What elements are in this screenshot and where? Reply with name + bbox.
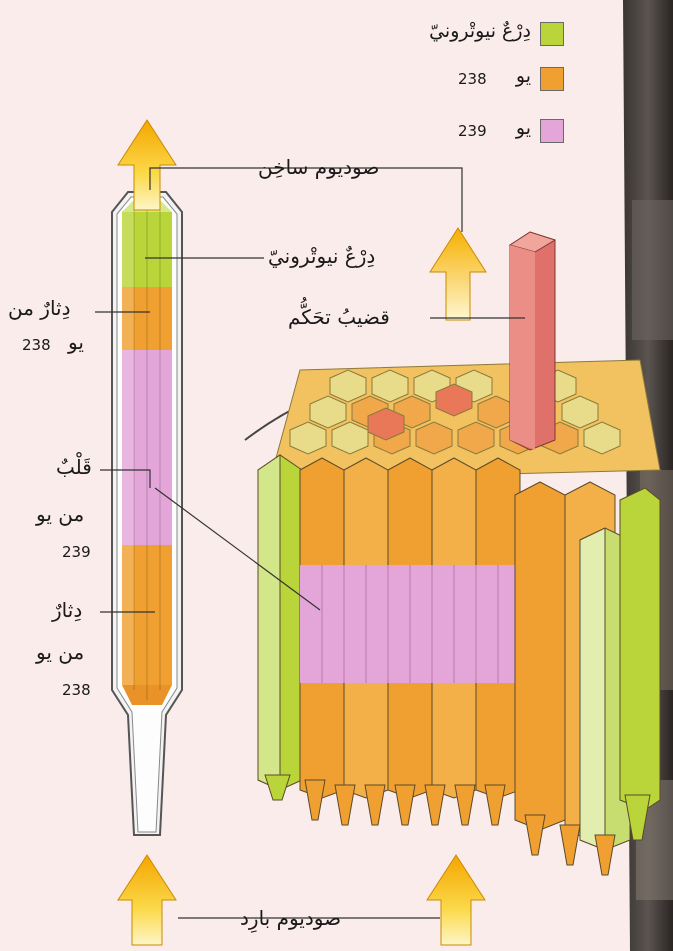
legend-swatch-u239 [540, 119, 564, 143]
legend-number-u239: 239 [458, 122, 487, 140]
legend-number-u238: 238 [458, 70, 487, 88]
label-blanket-238-bottom-line1: دِثارٌ [52, 598, 82, 622]
label-blanket-238-top-num: 238 [22, 336, 51, 354]
label-hot-sodium: صوديوم ساخِن [258, 155, 379, 179]
label-blanket-238-bottom-line2: من يو [36, 640, 84, 664]
cold-sodium-arrow-right [427, 855, 485, 945]
legend-swatch-u238 [540, 67, 564, 91]
label-core-line1: قَلْبٌ [56, 455, 92, 479]
cold-sodium-arrow-left [118, 855, 176, 945]
label-control-rod: قضيبُ تحَكُّم [288, 305, 390, 329]
hot-sodium-arrow-right [430, 228, 486, 320]
label-cold-sodium: صوديوم بارِد [240, 906, 341, 930]
label-core-num: 239 [62, 543, 91, 561]
label-blanket-238-bottom-num: 238 [62, 681, 91, 699]
legend-label-shield: دِرْعٌ نيوتْرونيّ [429, 20, 531, 42]
label-blanket-238-top-line2: يو [68, 330, 84, 354]
label-core-line2: من يو [36, 502, 84, 526]
control-rod [510, 232, 555, 450]
label-neutron-shield: دِرْعٌ نيوتْرونيّ [268, 244, 375, 268]
legend-label-u238: يو [516, 65, 531, 87]
legend-label-u239: يو [516, 117, 531, 139]
label-blanket-238-top-line1: دِثارٌ من [8, 296, 71, 320]
fuel-rod-left [112, 192, 182, 835]
legend-swatch-shield [540, 22, 564, 46]
